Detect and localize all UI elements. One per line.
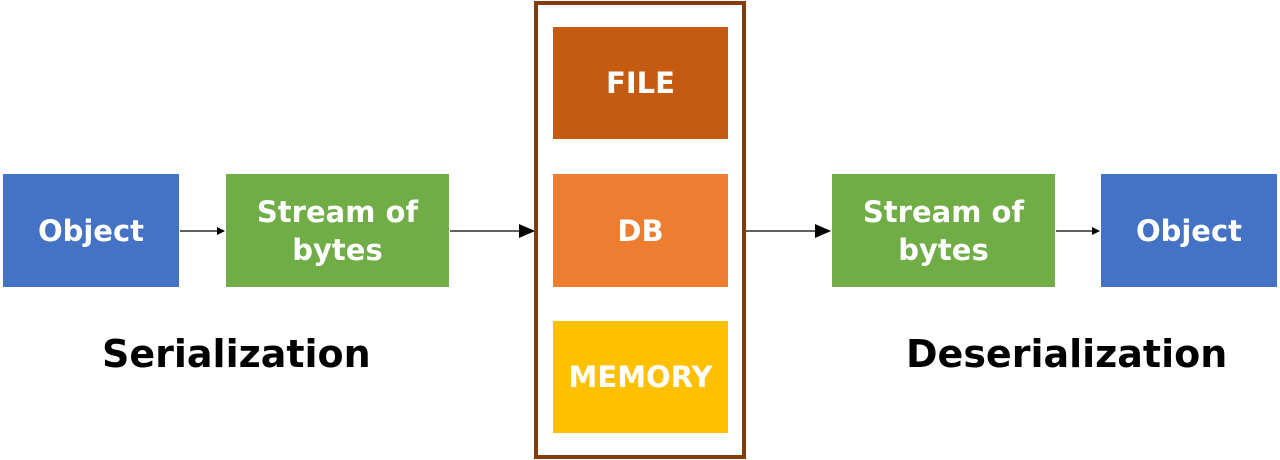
memory-storage-box: MEMORY xyxy=(553,321,728,433)
file-storage-label: FILE xyxy=(606,66,675,100)
deserialized-stream-label: Stream of bytes xyxy=(862,194,1025,267)
storage-container xyxy=(534,1,746,459)
file-storage-box: FILE xyxy=(553,27,728,139)
target-object-box: Object xyxy=(1101,174,1277,287)
deserialization-caption: Deserialization xyxy=(906,332,1228,376)
db-storage-box: DB xyxy=(553,174,728,287)
deserialized-stream-box: Stream of bytes xyxy=(832,174,1055,287)
serialization-caption: Serialization xyxy=(102,332,371,376)
memory-storage-label: MEMORY xyxy=(568,360,713,394)
db-storage-label: DB xyxy=(617,213,664,248)
source-object-box: Object xyxy=(3,174,179,287)
serialized-stream-label: Stream of bytes xyxy=(256,194,419,267)
source-object-label: Object xyxy=(37,213,145,248)
target-object-label: Object xyxy=(1135,213,1243,248)
serialized-stream-box: Stream of bytes xyxy=(226,174,449,287)
